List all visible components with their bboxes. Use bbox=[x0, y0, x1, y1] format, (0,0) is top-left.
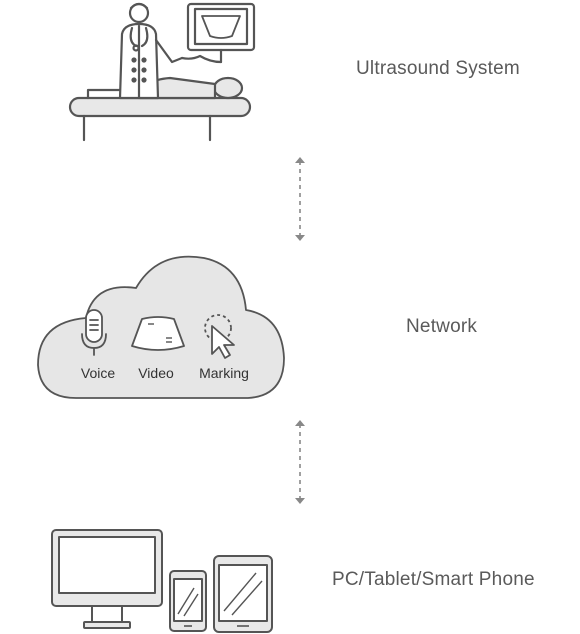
ultrasound-image-icon bbox=[131, 316, 185, 351]
tier-label-network: Network bbox=[406, 316, 478, 337]
tablet-icon bbox=[213, 555, 273, 633]
bidirectional-arrow-icon bbox=[295, 420, 305, 504]
bidirectional-arrow-icon bbox=[295, 157, 305, 241]
ultrasound-system-illustration bbox=[68, 2, 256, 142]
feature-label-marking: Marking bbox=[199, 365, 249, 381]
cursor-pointer-icon bbox=[204, 314, 235, 359]
tier-label-ultrasound-system: Ultrasound System bbox=[356, 58, 520, 79]
tier-label-devices: PC/Tablet/Smart Phone bbox=[332, 569, 535, 590]
pc-monitor-icon bbox=[51, 529, 163, 629]
microphone-icon bbox=[81, 309, 107, 356]
feature-label-video: Video bbox=[138, 365, 174, 381]
feature-label-voice: Voice bbox=[80, 365, 116, 381]
smartphone-icon bbox=[169, 570, 207, 632]
